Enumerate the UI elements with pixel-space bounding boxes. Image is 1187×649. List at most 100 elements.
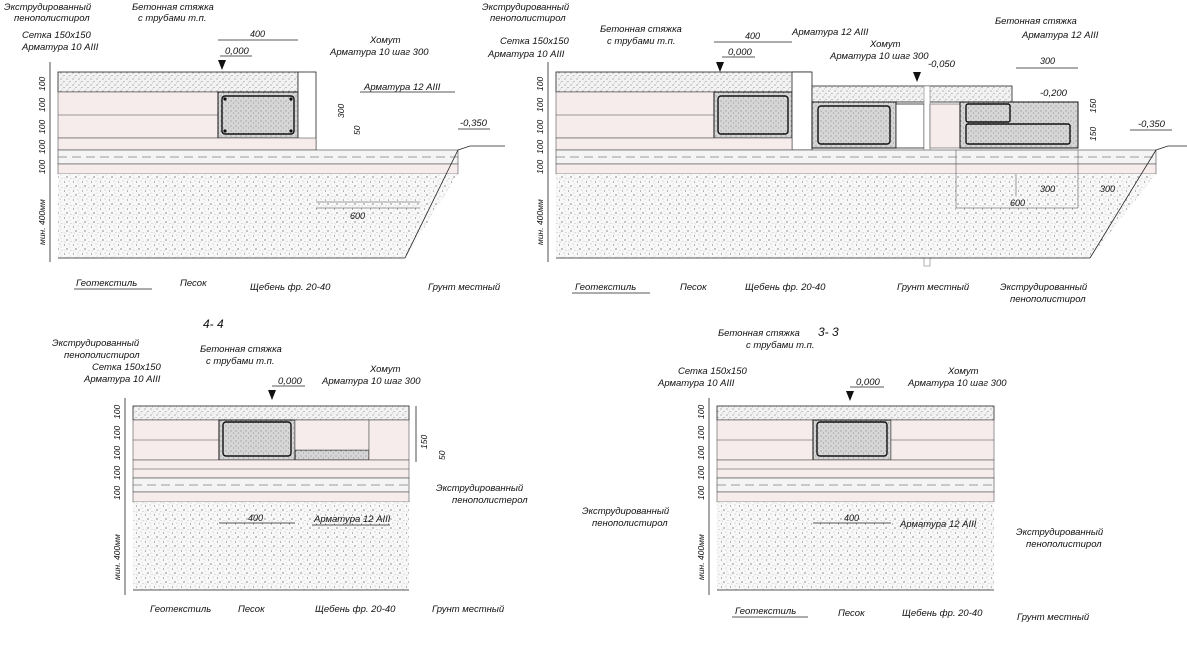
- dim-150: 150: [1088, 99, 1098, 113]
- vert-dims: 100 100 100 100 100 мин. 400мм: [696, 405, 706, 580]
- grade-beam-2: [811, 101, 897, 149]
- label-geotextile: Геотекстиль: [575, 282, 636, 293]
- dim-label: 100: [37, 77, 47, 91]
- label-mesh: Сетка 150х150: [22, 30, 92, 41]
- dim-300: 300: [1040, 56, 1055, 66]
- screed-layer-2: [811, 85, 1013, 103]
- label-clamp: Хомут: [369, 364, 401, 375]
- label-eps: пенополистирол: [14, 13, 90, 24]
- label-soil: Грунт местный: [432, 604, 505, 615]
- label-gravel: Щебень фр. 20-40: [250, 282, 331, 293]
- label-clamp: Хомут: [369, 35, 401, 46]
- dim-label: 100: [37, 140, 47, 154]
- screed-layer: [555, 71, 812, 93]
- sand-layer: [556, 174, 1156, 258]
- gravel-layer: [132, 477, 410, 493]
- geotextile-layer: [57, 163, 459, 175]
- label-screed: с трубами т.п.: [138, 13, 207, 24]
- dim-label: 100: [37, 120, 47, 134]
- label-eps: пенополистирол: [64, 350, 140, 361]
- label-geotextile: Геотекстиль: [150, 604, 211, 615]
- section-title: 4- 4: [203, 317, 224, 331]
- dim-label: 100: [112, 466, 122, 480]
- label-sand: Песок: [838, 608, 865, 619]
- dim-label: мин. 400мм: [112, 534, 122, 580]
- dim-label: 100: [535, 98, 545, 112]
- label-clamp: Арматура 10 шаг 300: [321, 376, 421, 387]
- dim-label: 100: [112, 405, 122, 419]
- sand-layer: [58, 174, 458, 258]
- label-gravel: Щебень фр. 20-40: [745, 282, 826, 293]
- label-screed: Бетонная стяжка: [600, 24, 682, 35]
- dim-50: 50: [437, 450, 447, 460]
- screed-layer: [716, 405, 995, 421]
- label-gravel: Щебень фр. 20-40: [315, 604, 396, 615]
- level-0000: 0,000: [856, 377, 880, 388]
- label-eps-right: пенополистерол: [452, 495, 528, 506]
- label-eps-left: пенополистирол: [592, 518, 668, 529]
- dim-150: 150: [1088, 127, 1098, 141]
- dim-300: 300: [1040, 184, 1055, 194]
- label-screed: Бетонная стяжка: [200, 344, 282, 355]
- dim-400: 400: [248, 513, 263, 523]
- dim-300: 300: [1100, 184, 1115, 194]
- label-mesh: Арматура 10 AIII: [83, 374, 161, 385]
- label-mesh: Сетка 150х150: [678, 366, 748, 377]
- dim-50: 50: [352, 125, 362, 135]
- dim-label: 100: [696, 446, 706, 460]
- dim-400: 400: [745, 31, 760, 41]
- level-0050: -0,050: [928, 59, 956, 70]
- label-rebar: Арматура 12 AIII: [791, 27, 869, 38]
- grade-beam: [812, 419, 892, 461]
- label-geotextile: Геотекстиль: [76, 278, 137, 289]
- gravel-layer: [716, 477, 995, 493]
- vert-dims: 100 100 100 100 100 мин. 400мм: [112, 405, 122, 580]
- label-eps: Экструдированный: [482, 2, 570, 13]
- geotextile-layer: [555, 163, 1157, 175]
- vert-dims: 100 100 100 100 100 мин. 400мм: [37, 77, 47, 245]
- dim-label: 100: [535, 160, 545, 174]
- label-eps: Экструдированный: [4, 2, 92, 13]
- dim-400: 400: [844, 513, 859, 523]
- grade-beam: [218, 419, 296, 461]
- dim-600: 600: [1010, 198, 1025, 208]
- eps-layer-2: [57, 137, 317, 151]
- dim-label: мин. 400мм: [535, 199, 545, 245]
- dim-label: 100: [37, 160, 47, 174]
- level-0350: -0,350: [460, 118, 488, 129]
- label-eps-bottom: пенополистирол: [1010, 294, 1086, 305]
- label-gravel: Щебень фр. 20-40: [902, 608, 983, 619]
- label-mesh: Сетка 150х150: [92, 362, 162, 373]
- label-soil: Грунт местный: [897, 282, 970, 293]
- label-geotextile: Геотекстиль: [735, 606, 796, 617]
- label-screed: Бетонная стяжка: [132, 2, 214, 13]
- dim-label: 100: [535, 120, 545, 134]
- label-soil: Грунт местный: [1017, 612, 1090, 623]
- dim-300: 300: [336, 104, 346, 118]
- label-screed-2: Бетонная стяжка: [995, 16, 1077, 27]
- label-eps: Экструдированный: [52, 338, 140, 349]
- label-mesh: Арматура 10 AIII: [21, 42, 99, 53]
- sand-layer: [717, 502, 994, 590]
- dim-label: 100: [696, 486, 706, 500]
- dim-400: 400: [250, 29, 265, 39]
- section-top-right: 100 100 100 100 100 мин. 400мм Экструдир…: [482, 2, 1187, 305]
- label-eps: пенополистирол: [490, 13, 566, 24]
- level-0000: 0,000: [728, 47, 752, 58]
- dim-600: 600: [350, 211, 365, 221]
- label-mesh: Арматура 10 AIII: [487, 49, 565, 60]
- section-title: 3- 3: [818, 325, 839, 339]
- label-screed: Бетонная стяжка: [718, 328, 800, 339]
- label-eps-bottom: Экструдированный: [1000, 282, 1088, 293]
- dim-label: 100: [696, 426, 706, 440]
- dim-150: 150: [419, 435, 429, 449]
- grade-beam: [217, 91, 299, 139]
- label-sand: Песок: [238, 604, 265, 615]
- label-mesh: Арматура 10 AIII: [657, 378, 735, 389]
- grade-beam-3: [959, 101, 1079, 149]
- screed-layer: [57, 71, 299, 93]
- label-screed-2: Арматура 12 AIII: [1021, 30, 1099, 41]
- label-screed: с трубами т.п.: [607, 36, 676, 47]
- label-eps-right: Экструдированный: [436, 483, 524, 494]
